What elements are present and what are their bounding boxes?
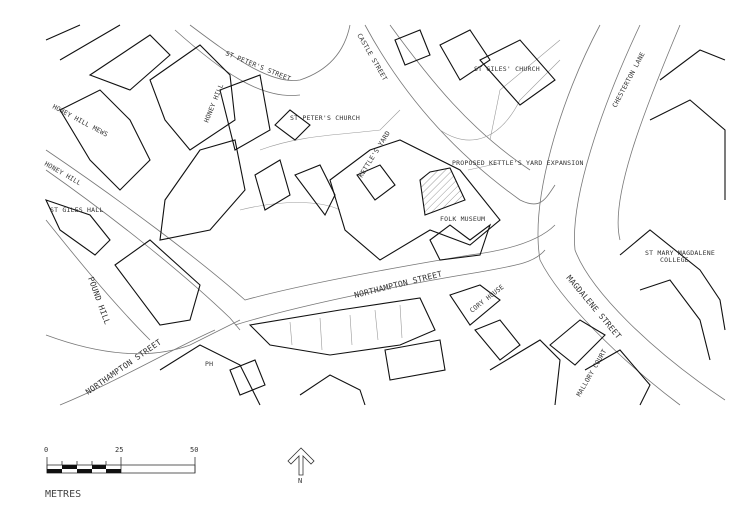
label-northampton-street: NORTHAMPTON STREET bbox=[353, 269, 443, 300]
north-label: N bbox=[298, 477, 302, 485]
buildings bbox=[44, 24, 726, 406]
map-labels: ST PETER'S STREET CASTLE STREET ST GILES… bbox=[43, 32, 715, 398]
scale-unit: METRES bbox=[45, 489, 81, 500]
label-folk-museum: FOLK MUSEUM bbox=[440, 215, 485, 223]
label-st-giles-church: ST GILES' CHURCH bbox=[474, 65, 540, 73]
north-arrow: N bbox=[287, 447, 315, 485]
label-mallory-court: MALLORY COURT bbox=[575, 348, 609, 398]
label-honey-hill-2: HONEY HILL bbox=[43, 160, 83, 187]
scale-tick-50: 50 bbox=[190, 446, 198, 454]
label-st-mary-magdalene-college: ST MARY MAGDALENE bbox=[645, 249, 715, 257]
label-st-peters-street: ST PETER'S STREET bbox=[224, 49, 292, 83]
label-cory-house: CORY HOUSE bbox=[468, 283, 505, 315]
label-ph: PH bbox=[205, 360, 213, 368]
north-arrow-icon bbox=[287, 447, 315, 476]
label-pound-hill: POUND HILL bbox=[86, 276, 112, 326]
scale-tick-25: 25 bbox=[115, 446, 123, 454]
leader-line bbox=[467, 162, 501, 171]
scale-bar: 0 25 50 METRES bbox=[44, 446, 198, 500]
label-honey-hill: HONEY HILL bbox=[202, 83, 225, 124]
label-northampton-street-2: NORTHAMPTON STREET bbox=[84, 337, 163, 396]
label-proposed-expansion: PROPOSED KETTLE'S YARD EXPANSION bbox=[452, 159, 584, 167]
label-kettles-yard: KETTLE'S YARD bbox=[357, 129, 392, 179]
label-honey-hill-mews: HONEY HILL MEWS bbox=[51, 103, 109, 139]
scale-tick-0: 0 bbox=[44, 446, 48, 454]
label-st-peters-church: ST PETER'S CHURCH bbox=[290, 114, 360, 122]
label-st-giles-hall: ST GILES HALL bbox=[50, 206, 103, 214]
label-college: COLLEGE bbox=[660, 256, 689, 264]
